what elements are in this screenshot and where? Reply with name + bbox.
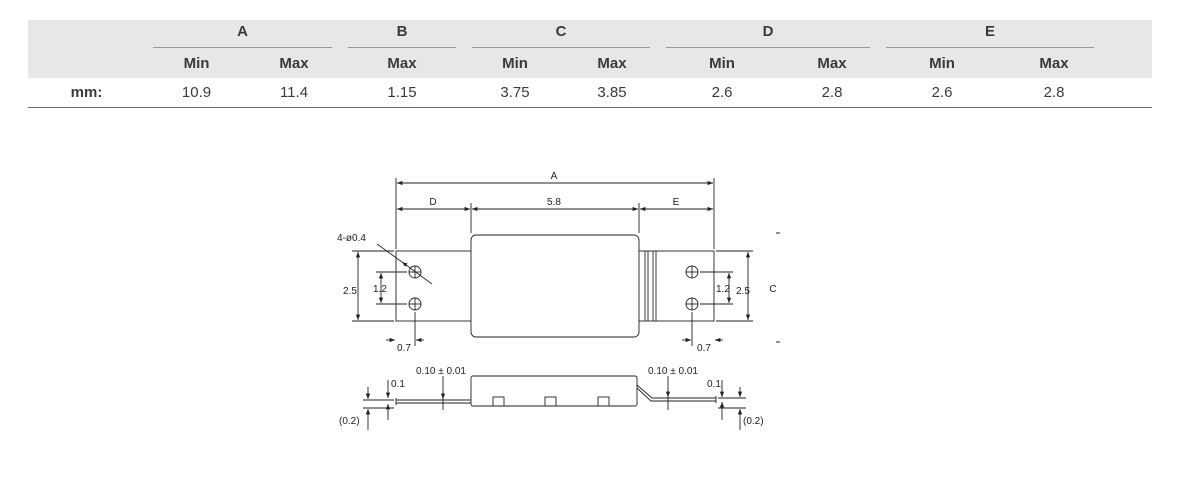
dimension-table: A B C D E Min Max Max Min Max Min Max Mi… xyxy=(28,20,1153,108)
dim-label-1-2-left: 1.2 xyxy=(373,284,387,295)
subheader-e-min: Min xyxy=(878,49,1006,78)
group-header-d: D xyxy=(658,20,878,49)
subheader-a-max: Max xyxy=(248,49,340,78)
group-header-b: B xyxy=(340,20,464,49)
dim-label-0-2-left: (0.2) xyxy=(339,416,360,427)
profile-body xyxy=(470,375,638,407)
group-header-row: A B C D E xyxy=(28,20,1153,49)
value-a-max: 11.4 xyxy=(248,78,340,108)
value-a-min: 10.9 xyxy=(145,78,248,108)
dim-label-0-1-right: 0.1 xyxy=(707,379,721,390)
tolerance-label-right: 0.10 ± 0.01 xyxy=(648,366,698,377)
subheader-e-max: Max xyxy=(1006,49,1103,78)
dim-label-a: A xyxy=(551,171,558,182)
dim-label-0-7-left: 0.7 xyxy=(397,343,411,354)
subheader-a-min: Min xyxy=(145,49,248,78)
row-label: mm: xyxy=(28,78,145,108)
component-body xyxy=(470,234,640,338)
dim-label-1-2-right: 1.2 xyxy=(716,284,730,295)
tolerance-label-left: 0.10 ± 0.01 xyxy=(416,366,466,377)
subheader-c-min: Min xyxy=(464,49,566,78)
group-header-a: A xyxy=(145,20,340,49)
dim-label-0-7-right: 0.7 xyxy=(697,343,711,354)
dim-label-d: D xyxy=(429,197,436,208)
value-c-max: 3.85 xyxy=(566,78,658,108)
subheader-b-max: Max xyxy=(340,49,464,78)
dim-label-2-5-left: 2.5 xyxy=(343,286,357,297)
value-b-max: 1.15 xyxy=(340,78,464,108)
values-row: mm: 10.9 11.4 1.15 3.75 3.85 2.6 2.8 2.6… xyxy=(28,78,1153,108)
value-d-max: 2.8 xyxy=(786,78,878,108)
value-c-min: 3.75 xyxy=(464,78,566,108)
value-e-max: 2.8 xyxy=(1006,78,1103,108)
dim-label-5-8: 5.8 xyxy=(547,197,561,208)
subheader-d-min: Min xyxy=(658,49,786,78)
dim-label-e: E xyxy=(673,197,680,208)
dim-label-c: C xyxy=(769,284,776,295)
value-e-min: 2.6 xyxy=(878,78,1006,108)
value-d-min: 2.6 xyxy=(658,78,786,108)
dimension-drawing: A D 5.8 E 4-ø0.4 2.5 1.2 0.7 1.2 2.5 0.7… xyxy=(337,171,780,430)
subheader-d-max: Max xyxy=(786,49,878,78)
subheader-row: Min Max Max Min Max Min Max Min Max xyxy=(28,49,1153,78)
group-header-c: C xyxy=(464,20,658,49)
hole-label: 4-ø0.4 xyxy=(337,233,366,244)
subheader-c-max: Max xyxy=(566,49,658,78)
group-header-e: E xyxy=(878,20,1103,49)
dim-label-2-5-right: 2.5 xyxy=(736,286,750,297)
dim-label-0-1-left: 0.1 xyxy=(391,379,405,390)
dim-label-0-2-right: (0.2) xyxy=(743,416,764,427)
